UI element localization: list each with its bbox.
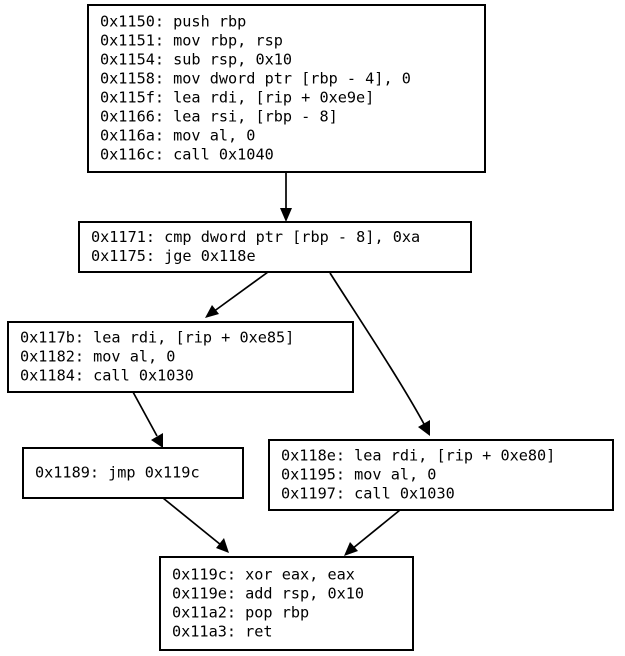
instruction-line: 0x11a2: pop rbp: [172, 604, 309, 622]
instruction-line: 0x1195: mov al, 0: [281, 466, 436, 484]
instruction-line: 0x119e: add rsp, 0x10: [172, 585, 364, 603]
arrowhead-icon: [205, 305, 219, 318]
arrowhead-icon: [151, 433, 163, 448]
cfg-edge-bb_117b-to-bb_1189: [132, 391, 163, 448]
arrowhead-icon: [418, 420, 430, 436]
edge-line: [351, 509, 401, 550]
instruction-line: 0x1150: push rbp: [100, 13, 246, 31]
cfg-edge-bb_118e-to-bb_119c: [344, 509, 401, 556]
instruction-line: 0x1182: mov al, 0: [20, 348, 175, 366]
cfg-basic-block-0x117b[interactable]: 0x117b: lea rdi, [rip + 0xe85]0x1182: mo…: [7, 321, 354, 393]
instruction-line: 0x1158: mov dword ptr [rbp - 4], 0: [100, 70, 411, 88]
edge-line: [162, 497, 222, 546]
instruction-line: 0x1151: mov rbp, rsp: [100, 32, 283, 50]
edge-line: [212, 271, 269, 313]
instruction-line: 0x115f: lea rdi, [rip + 0xe9e]: [100, 89, 374, 107]
edge-line: [132, 391, 158, 437]
instruction-line: 0x1189: jmp 0x119c: [35, 464, 200, 482]
instruction-line: 0x1175: jge 0x118e: [91, 247, 256, 265]
instruction-line: 0x11a3: ret: [172, 623, 273, 641]
block-border: [87, 4, 486, 173]
block-border: [159, 556, 414, 651]
block-border: [7, 321, 354, 393]
arrowhead-icon: [280, 208, 292, 222]
instruction-line: 0x1166: lea rsi, [rbp - 8]: [100, 108, 338, 126]
cfg-edge-bb_1171-to-bb_118e: [329, 272, 430, 436]
instruction-line: 0x117b: lea rdi, [rip + 0xe85]: [20, 329, 294, 347]
instruction-line: 0x116a: mov al, 0: [100, 127, 255, 145]
cfg-basic-block-0x1189[interactable]: 0x1189: jmp 0x119c: [22, 447, 244, 499]
instruction-line: 0x116c: call 0x1040: [100, 146, 274, 164]
cfg-edge-bb_1189-to-bb_119c: [162, 497, 229, 553]
block-border: [268, 439, 614, 511]
block-border: [22, 447, 244, 499]
instruction-line: 0x1154: sub rsp, 0x10: [100, 51, 292, 69]
instruction-line: 0x1171: cmp dword ptr [rbp - 8], 0xa: [91, 228, 420, 246]
instruction-line: 0x1197: call 0x1030: [281, 485, 455, 503]
cfg-basic-block-0x1171[interactable]: 0x1171: cmp dword ptr [rbp - 8], 0xa0x11…: [78, 221, 472, 273]
instruction-line: 0x1184: call 0x1030: [20, 367, 194, 385]
cfg-basic-block-0x118e[interactable]: 0x118e: lea rdi, [rip + 0xe80]0x1195: mo…: [268, 439, 614, 511]
arrowhead-icon: [216, 538, 229, 553]
edge-line: [329, 272, 425, 425]
instruction-line: 0x119c: xor eax, eax: [172, 566, 355, 584]
instruction-line: 0x118e: lea rdi, [rip + 0xe80]: [281, 447, 555, 465]
arrowhead-icon: [344, 542, 358, 556]
edge-layer: [132, 172, 430, 556]
block-border: [78, 221, 472, 273]
cfg-edge-bb_1150-to-bb_1171: [280, 172, 292, 222]
cfg-edge-bb_1171-to-bb_117b: [205, 271, 269, 318]
